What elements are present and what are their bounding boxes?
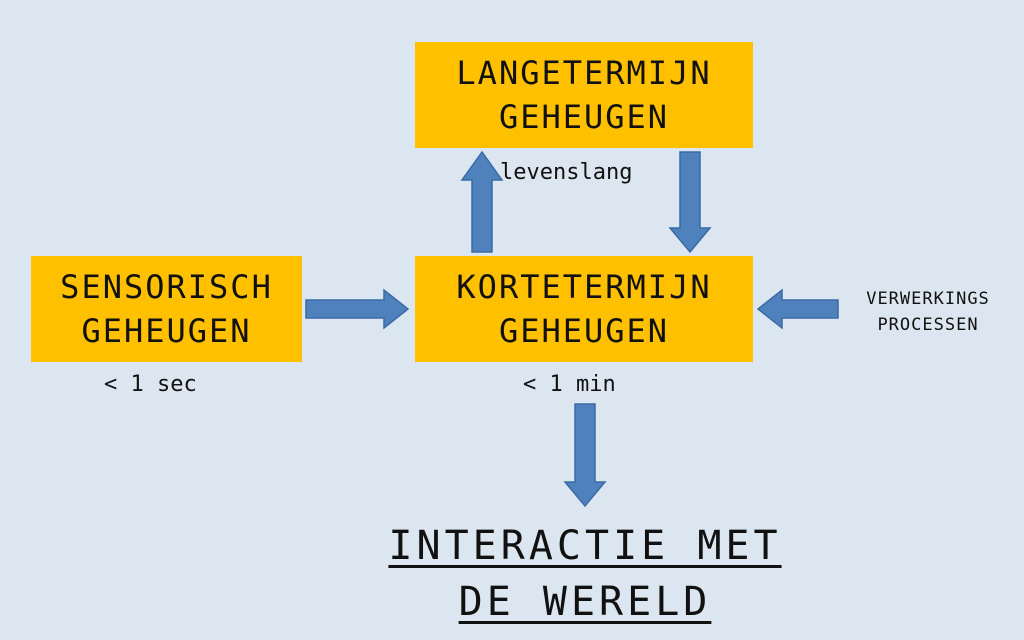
processing-label-line1: VERWERKINGS [866, 289, 990, 309]
long-term-memory-line1: LANGETERMIJN [456, 54, 712, 92]
arrow-down-to-world [563, 403, 607, 508]
title-line1: INTERACTIE MET [388, 523, 782, 569]
sensory-memory-line1: SENSORISCH [60, 268, 273, 306]
processing-label-line2: PROCESSEN [877, 315, 979, 335]
arrow-down-to-short-term [668, 151, 712, 254]
short-term-duration-label: < 1 min [523, 372, 616, 397]
short-term-memory-line2: GEHEUGEN [498, 312, 670, 350]
arrow-processing-to-short-term [756, 288, 839, 330]
long-term-duration-label: levenslang [500, 160, 633, 185]
sensory-memory-box: SENSORISCH GEHEUGEN [31, 256, 302, 362]
sensory-memory-line2: GEHEUGEN [81, 312, 252, 350]
long-term-memory-line2: GEHEUGEN [498, 98, 670, 136]
arrow-up-to-long-term [460, 150, 504, 253]
world-interaction-title: INTERACTIE MET DE WERELD [330, 518, 840, 630]
sensory-duration-label: < 1 sec [104, 372, 197, 397]
long-term-memory-box: LANGETERMIJN GEHEUGEN [415, 42, 753, 148]
short-term-memory-line1: KORTETERMIJN [456, 268, 712, 306]
short-term-memory-box: KORTETERMIJN GEHEUGEN [415, 256, 753, 362]
arrow-sensory-to-short-term [305, 288, 410, 330]
processing-label: VERWERKINGS PROCESSEN [840, 286, 1016, 338]
title-line2: DE WERELD [458, 579, 712, 625]
